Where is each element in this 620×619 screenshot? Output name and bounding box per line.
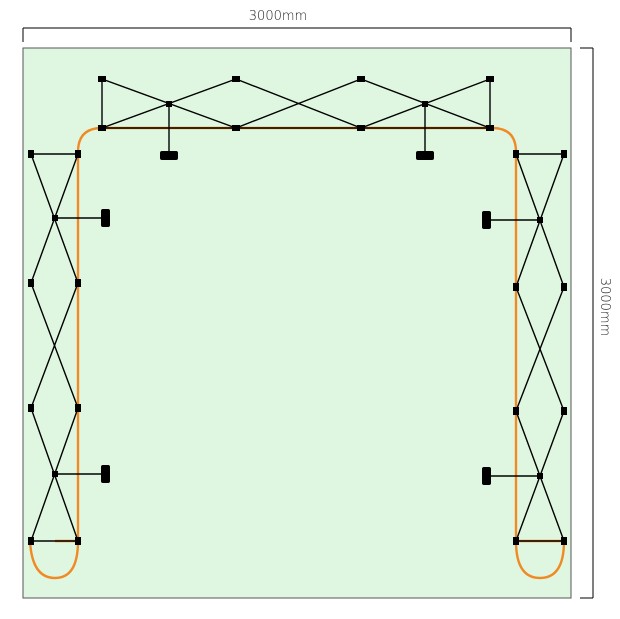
frame-joint bbox=[513, 537, 519, 545]
frame-joint bbox=[28, 279, 34, 287]
frame-joint bbox=[561, 283, 567, 291]
graphic-outline-left-cap bbox=[28, 540, 80, 580]
frame-joint bbox=[28, 150, 34, 158]
width-dimension: 3000mm bbox=[22, 9, 572, 42]
frame-joint bbox=[513, 150, 519, 158]
depth-dimension: 3000mm bbox=[580, 47, 612, 599]
booth-floor bbox=[22, 47, 572, 599]
frame-joint bbox=[232, 125, 240, 131]
frame-joint bbox=[75, 150, 81, 158]
frame-joint bbox=[561, 407, 567, 415]
right-wall-frame bbox=[482, 150, 567, 545]
graphic-outline-right-cap bbox=[514, 540, 566, 580]
frame-foot bbox=[416, 151, 434, 160]
frame-joint bbox=[75, 537, 81, 545]
frame-joint bbox=[486, 76, 494, 82]
frame-foot bbox=[482, 211, 491, 229]
frame-foot bbox=[160, 151, 178, 160]
frame-hub bbox=[166, 101, 172, 107]
frame-joint bbox=[513, 283, 519, 291]
frame-joint bbox=[486, 125, 494, 131]
frame-joint bbox=[561, 150, 567, 158]
frame-hub bbox=[52, 471, 58, 477]
frame-joint bbox=[357, 76, 365, 82]
frame-joint bbox=[513, 407, 519, 415]
frame-hub bbox=[52, 215, 58, 221]
frame-joint bbox=[75, 404, 81, 412]
frame-joint bbox=[28, 537, 34, 545]
left-wall-frame bbox=[28, 150, 110, 545]
frame-joint bbox=[98, 125, 106, 131]
frame-joint bbox=[232, 76, 240, 82]
frame-joint bbox=[98, 76, 106, 82]
top-wall-frame bbox=[98, 76, 494, 160]
frame-joint bbox=[75, 279, 81, 287]
frame-joint bbox=[561, 537, 567, 545]
depth-dimension-label: 3000mm bbox=[597, 278, 612, 336]
frame-joint bbox=[357, 125, 365, 131]
frame-joint bbox=[28, 404, 34, 412]
frame-foot bbox=[101, 209, 110, 227]
frame-hub bbox=[537, 217, 543, 223]
frame-foot bbox=[101, 465, 110, 483]
frame-foot bbox=[482, 467, 491, 485]
width-dimension-label: 3000mm bbox=[249, 9, 307, 24]
frame-hub bbox=[422, 101, 428, 107]
frame-hub bbox=[537, 473, 543, 479]
